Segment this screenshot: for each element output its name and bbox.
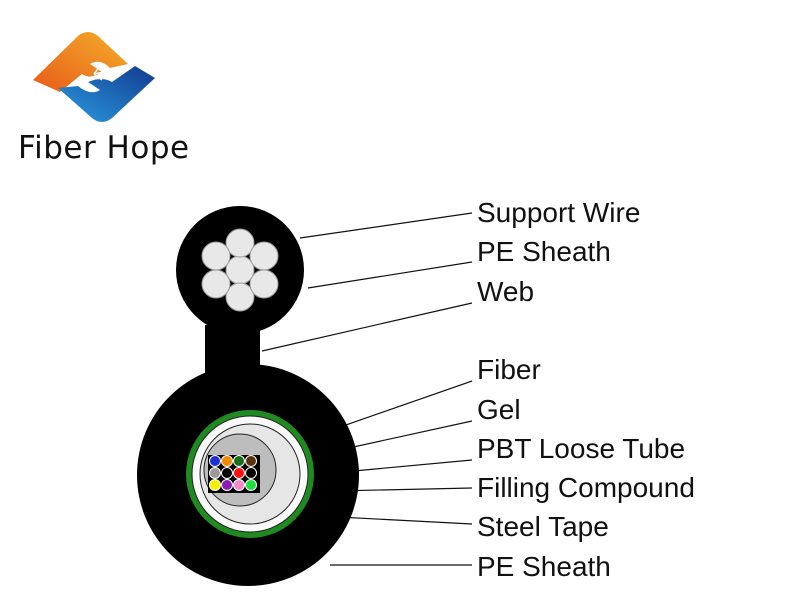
- fiber-strand: [221, 479, 233, 491]
- fiber-strand: [233, 467, 245, 479]
- fiber-strand: [233, 455, 245, 467]
- fiber-strand: [209, 467, 221, 479]
- logo-blue-shape: [58, 66, 155, 122]
- leader-web: [261, 302, 473, 352]
- fiber-strand: [221, 455, 233, 467]
- leader-pe-sheath-top: [307, 261, 473, 289]
- leader-support-wire: [299, 212, 473, 239]
- fiber-strand: [209, 479, 221, 491]
- fiber-strand: [221, 467, 233, 479]
- label-gel: Gel: [477, 394, 521, 425]
- fiber-strand: [245, 479, 257, 491]
- logo-spark-icon: [93, 65, 105, 81]
- logo-orange-shape: [33, 32, 128, 92]
- label-web: Web: [477, 276, 535, 307]
- fiber-strand: [233, 479, 245, 491]
- fiber-strand: [245, 467, 257, 479]
- label-steel-tape: Steel Tape: [477, 511, 609, 542]
- label-pbt-loose-tube: PBT Loose Tube: [477, 433, 686, 464]
- support-wire-strands: [201, 228, 279, 312]
- brand-name: Fiber Hope: [18, 130, 190, 166]
- label-fiber: Fiber: [477, 354, 541, 385]
- fiber-hope-logo: [33, 32, 155, 122]
- fibers: [208, 455, 260, 493]
- label-filling-compound: Filling Compound: [477, 472, 695, 503]
- fiber-strand: [209, 455, 221, 467]
- label-pe-sheath-bottom: PE Sheath: [477, 551, 611, 582]
- fiber-strand: [245, 455, 257, 467]
- label-pe-sheath-top: PE Sheath: [477, 236, 611, 267]
- label-support-wire: Support Wire: [477, 197, 641, 228]
